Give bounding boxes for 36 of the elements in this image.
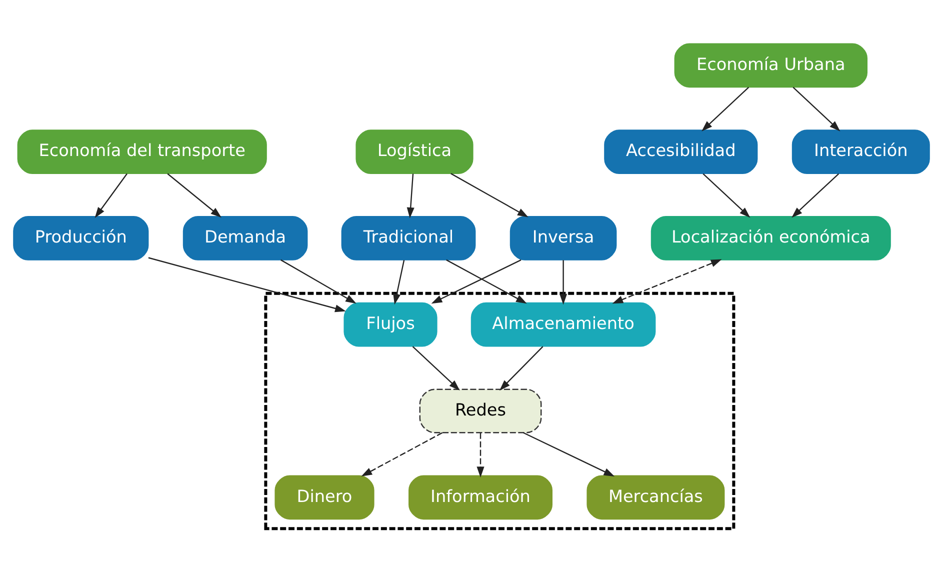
arrow bbox=[393, 260, 405, 305]
arrow bbox=[792, 173, 840, 218]
arrow bbox=[412, 346, 460, 391]
arrow bbox=[446, 259, 527, 304]
node-box: Interacción bbox=[792, 130, 930, 174]
arrow bbox=[94, 173, 128, 218]
node-box: Localización económica bbox=[650, 216, 891, 260]
arrow bbox=[361, 432, 443, 476]
arrow bbox=[499, 346, 544, 391]
arrow bbox=[792, 86, 840, 132]
arrow bbox=[431, 259, 522, 304]
arrow bbox=[523, 432, 615, 476]
node-box: Economía del transporte bbox=[17, 130, 267, 174]
node-box: Demanda bbox=[182, 216, 308, 260]
arrow bbox=[450, 173, 528, 218]
node-box: Accesibilidad bbox=[604, 130, 758, 174]
node-box: Producción bbox=[13, 216, 149, 260]
node-box: Almacenamiento bbox=[470, 302, 656, 347]
node-box: Dinero bbox=[274, 475, 374, 520]
node-box: Redes bbox=[419, 388, 542, 434]
node-box: Mercancías bbox=[586, 475, 725, 520]
node-box: Flujos bbox=[344, 302, 438, 347]
arrow bbox=[560, 260, 568, 305]
arrow bbox=[612, 259, 722, 304]
arrow bbox=[702, 173, 750, 218]
arrow bbox=[167, 173, 222, 218]
node-box: Información bbox=[408, 475, 552, 520]
arrow bbox=[476, 432, 484, 478]
arrow bbox=[406, 174, 414, 218]
arrow bbox=[148, 257, 346, 312]
node-box: Inversa bbox=[510, 216, 617, 260]
node-box: Logística bbox=[356, 130, 474, 174]
node-box: Tradicional bbox=[341, 216, 476, 260]
arrow bbox=[702, 86, 750, 132]
arrow bbox=[280, 259, 356, 304]
node-box: Economía Urbana bbox=[674, 43, 868, 88]
